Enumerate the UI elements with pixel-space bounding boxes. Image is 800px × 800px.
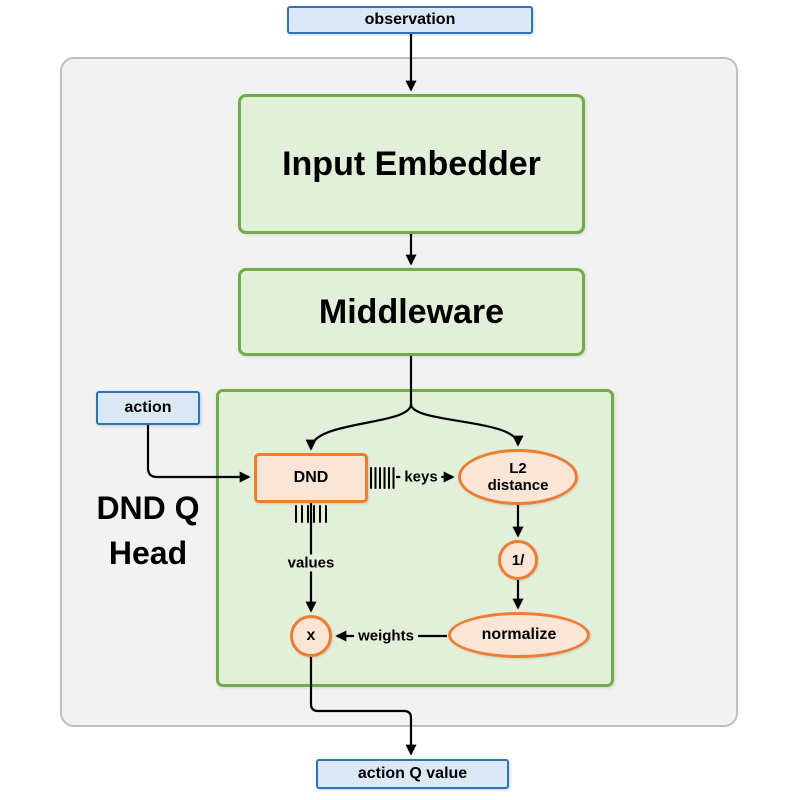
action-label: action (124, 399, 172, 416)
l2-distance-node: L2 distance (458, 449, 578, 505)
multiply-node: x (290, 615, 332, 657)
action-q-value-label: action Q value (357, 765, 468, 782)
normalize-label: normalize (481, 626, 557, 643)
dnd-label: DND (293, 469, 329, 486)
input-embedder-label: Input Embedder (282, 144, 541, 183)
keys-edge-label: keys (400, 468, 442, 486)
middleware-node: Middleware (238, 268, 585, 356)
observation-label: observation (364, 11, 456, 28)
multiply-label: x (306, 627, 316, 644)
dnd-q-head-title-line1: DND Q (96, 490, 200, 526)
weights-edge-label: weights (354, 627, 418, 645)
middleware-label: Middleware (318, 292, 505, 331)
observation-node: observation (287, 6, 533, 34)
l2-distance-label-line1: L2 (509, 459, 527, 477)
dnd-q-head-title-line2: Head (108, 534, 188, 571)
l2-distance-label: L2 distance (488, 460, 549, 495)
reciprocal-label: 1/ (511, 551, 525, 569)
reciprocal-node: 1/ (498, 540, 538, 580)
dnd-node: DND (254, 453, 368, 503)
values-edge-label: values (283, 554, 339, 572)
normalize-node: normalize (448, 612, 590, 658)
action-node: action (96, 391, 200, 425)
action-q-value-node: action Q value (316, 759, 509, 789)
dnd-q-head-title: DND Q Head (68, 486, 228, 576)
input-embedder-node: Input Embedder (238, 94, 585, 234)
l2-distance-label-line2: distance (487, 477, 549, 494)
